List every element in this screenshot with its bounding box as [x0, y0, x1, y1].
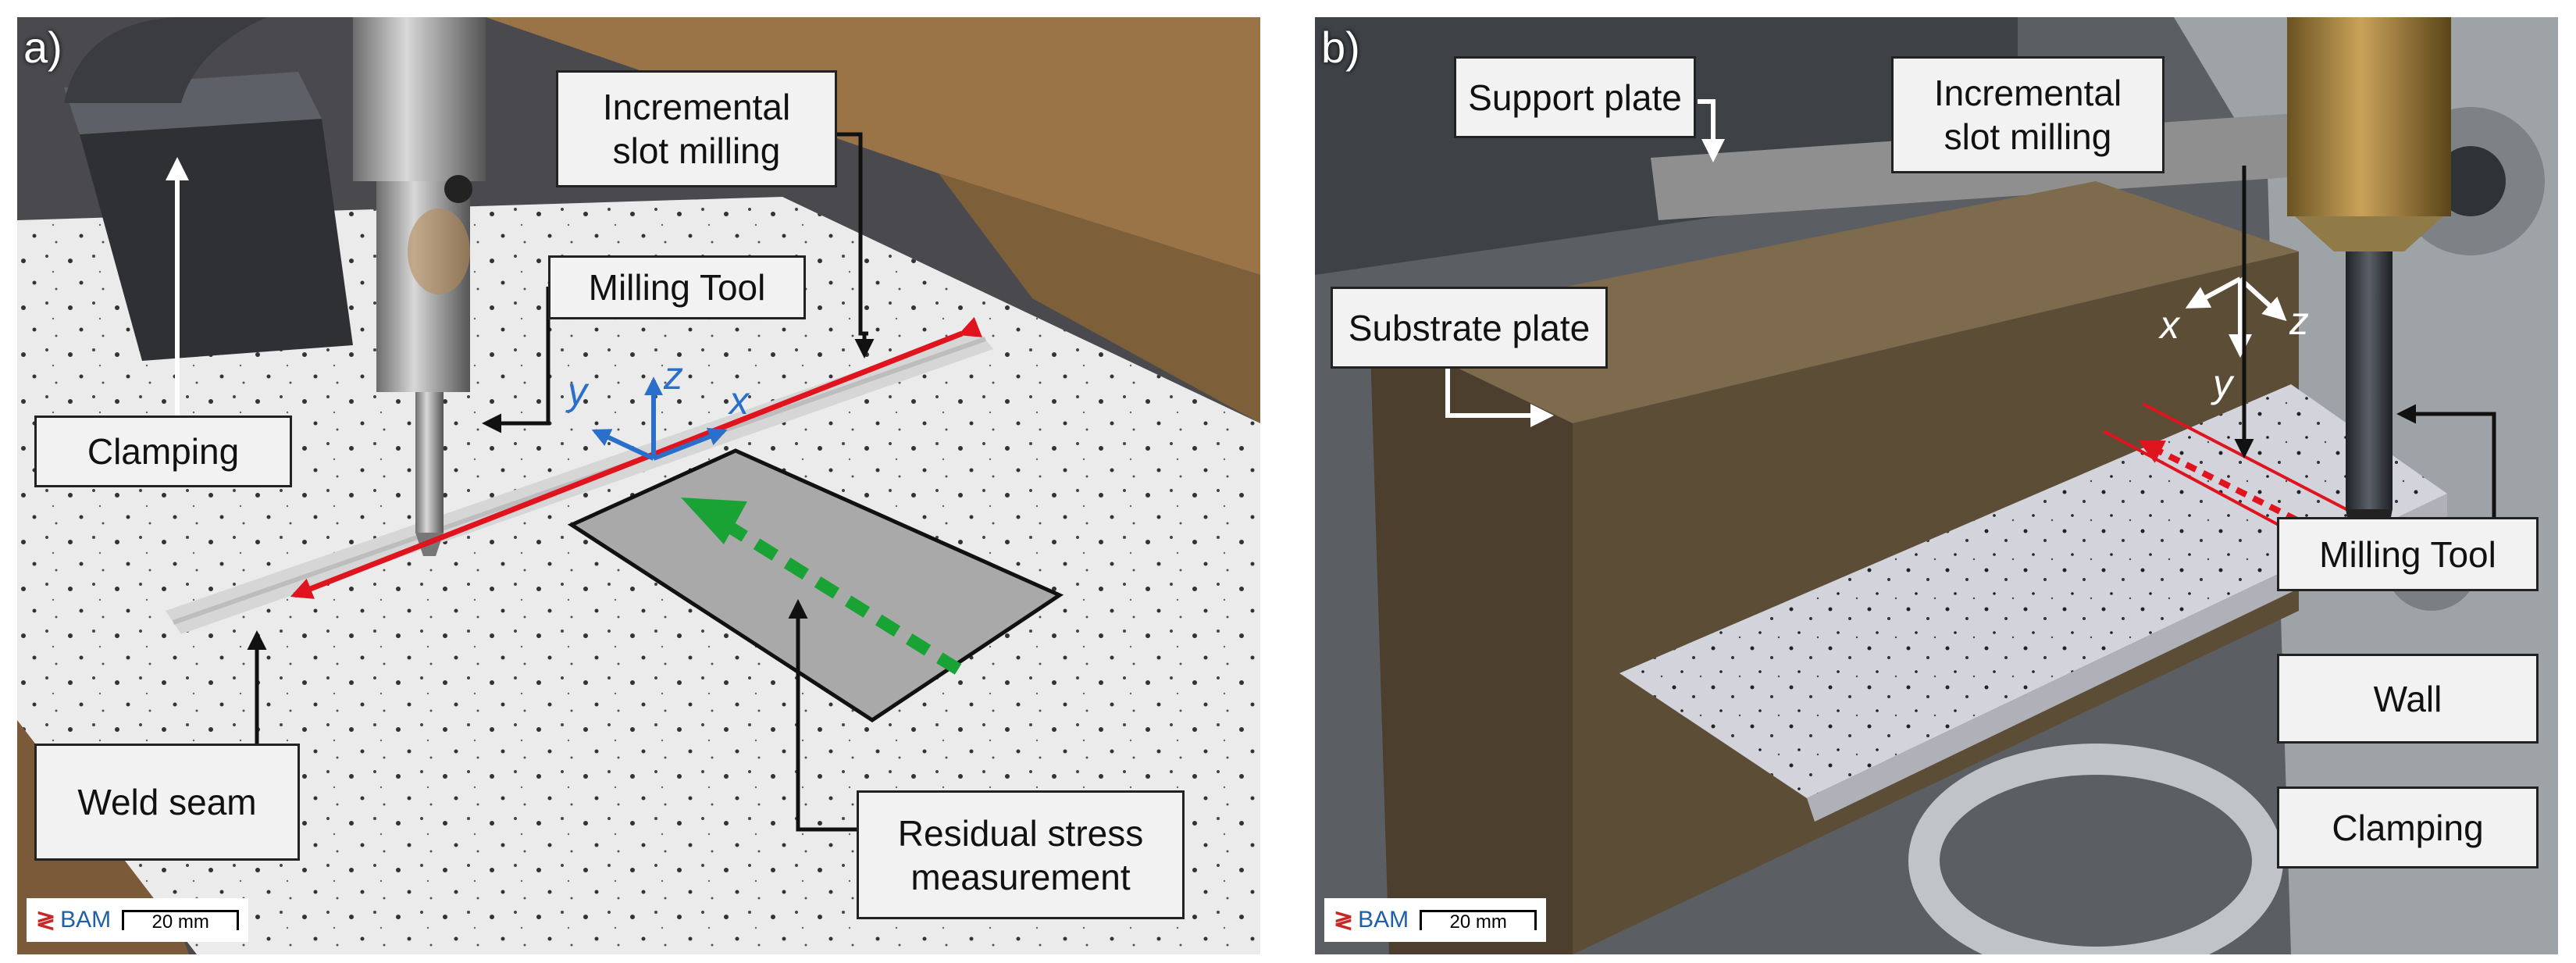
callout-slot-milling-a-line2: slot milling [612, 130, 781, 171]
scale-bar-brand-a: BAM [60, 907, 112, 933]
axis-y-label-a: y [568, 369, 587, 413]
scale-bar-length-b: 20 mm [1449, 911, 1507, 933]
axis-z-label-a: z [664, 354, 683, 398]
callout-clamping-a: Clamping [34, 416, 292, 487]
callout-clamping-b-text: Clamping [2332, 807, 2484, 848]
callout-slot-milling-b-line2: slot milling [1944, 116, 2112, 157]
panel-a-letter: a) [23, 23, 62, 72]
scale-bar-brand-b: BAM [1358, 907, 1409, 933]
bam-logo-icon: ≷ [1334, 907, 1354, 933]
callout-milling-tool-a: Milling Tool [548, 255, 806, 319]
callout-residual-stress-a-line1: Residual stress [897, 812, 1144, 854]
callout-milling-tool-b-text: Milling Tool [2319, 533, 2496, 575]
axis-x-label-b: x [2160, 303, 2179, 347]
callout-slot-milling-b-line1: Incremental [1933, 73, 2122, 113]
callout-support-plate-b-text: Support plate [1468, 77, 1682, 118]
callout-slot-milling-a: Incremental slot milling [556, 70, 837, 187]
bam-logo-icon: ≷ [36, 907, 56, 933]
scale-bar-line-a: 20 mm [122, 910, 240, 933]
callout-substrate-plate-b-text: Substrate plate [1348, 307, 1591, 348]
scale-bar-line-b: 20 mm [1420, 910, 1537, 933]
panel-b-letter: b) [1321, 23, 1360, 72]
panel-b-photo [1315, 17, 2558, 954]
callout-residual-stress-a-line2: measurement [910, 856, 1131, 897]
callout-wall-b-text: Wall [2373, 678, 2442, 719]
callout-milling-tool-a-text: Milling Tool [588, 267, 766, 308]
axis-x-label-a: x [729, 379, 749, 423]
callout-support-plate-b: Support plate [1454, 56, 1696, 138]
callout-substrate-plate-b: Substrate plate [1331, 287, 1608, 369]
scale-bar-a: ≷ BAM 20 mm [27, 898, 249, 942]
callout-slot-milling-b: Incremental slot milling [1891, 56, 2164, 173]
callout-slot-milling-a-line1: Incremental [602, 87, 791, 127]
panel-b: b) Support plate Incremental slot millin… [1315, 17, 2558, 954]
callout-residual-stress-a: Residual stress measurement [857, 790, 1185, 919]
callout-milling-tool-b: Milling Tool [2277, 517, 2539, 591]
axis-z-label-b: z [2289, 299, 2309, 343]
panel-a: a) Incremental slot milling Milling Tool… [17, 17, 1260, 954]
scale-bar-b: ≷ BAM 20 mm [1324, 898, 1547, 942]
callout-weld-seam-a: Weld seam [34, 744, 300, 861]
callout-weld-seam-a-text: Weld seam [77, 782, 257, 822]
callout-wall-b: Wall [2277, 654, 2539, 744]
axis-y-label-b: y [2213, 362, 2232, 405]
callout-clamping-a-text: Clamping [87, 431, 240, 472]
scale-bar-length-a: 20 mm [151, 911, 209, 933]
callout-clamping-b: Clamping [2277, 786, 2539, 868]
